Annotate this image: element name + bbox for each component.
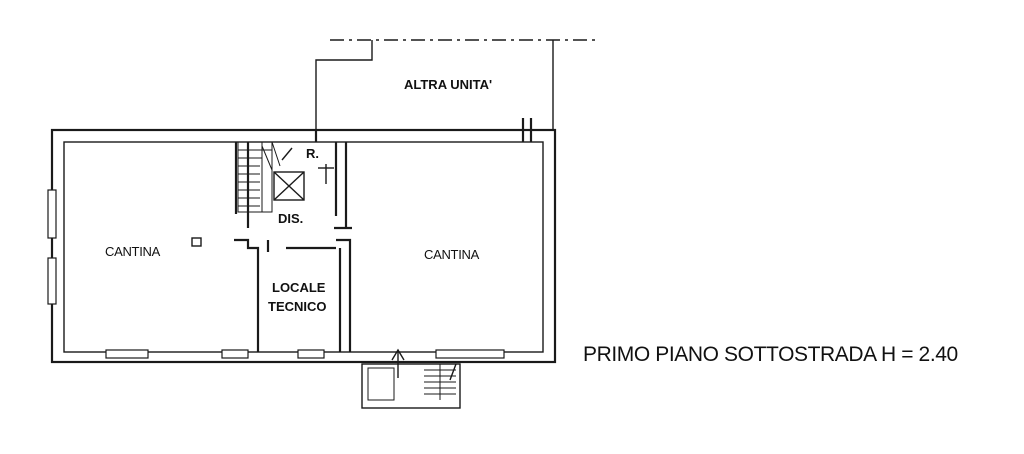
room-label-cantina-left: CANTINA (105, 244, 161, 259)
entrance-steps (361, 348, 461, 409)
room-label-altra-unita: ALTRA UNITA' (404, 77, 492, 92)
interior-walls (234, 142, 352, 352)
pillar-marker (191, 237, 202, 247)
room-label-locale-line1: LOCALE (272, 280, 326, 295)
staircase (237, 141, 281, 213)
bottom-wall-windows (105, 349, 505, 359)
adjacent-unit-outline (315, 39, 600, 130)
shaft-symbol (273, 147, 305, 201)
left-wall-windows (47, 189, 57, 305)
outer-walls (50, 118, 557, 364)
room-label-ripostiglio: R. (306, 146, 319, 161)
room-label-locale-line2: TECNICO (268, 299, 327, 314)
floor-caption: PRIMO PIANO SOTTOSTRADA H = 2.40 (583, 343, 958, 366)
room-label-cantina-right: CANTINA (424, 247, 480, 262)
room-label-disimpegno: DIS. (278, 211, 303, 226)
